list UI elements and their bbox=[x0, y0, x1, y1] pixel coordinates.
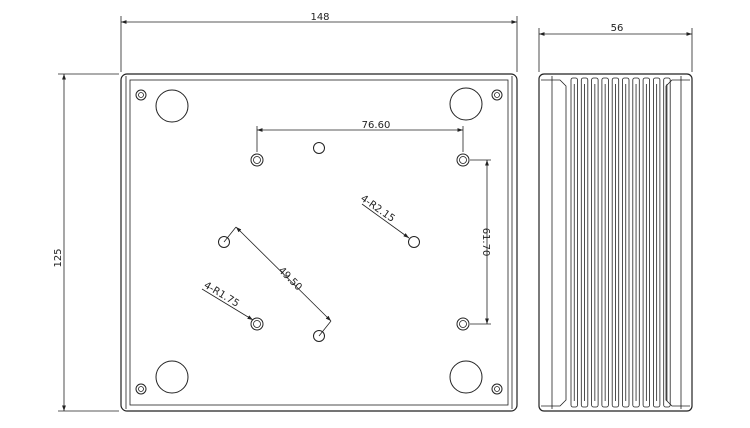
dimension-125: 125 bbox=[53, 73, 119, 412]
mount-hole-upper-right bbox=[456, 153, 470, 167]
heatsink-fin bbox=[642, 77, 650, 408]
dim-label-56: 56 bbox=[611, 23, 624, 34]
heatsink-fins bbox=[570, 77, 671, 408]
corner-screw-bottom-right bbox=[491, 383, 503, 395]
dim-label-49-50: 49.50 bbox=[276, 265, 304, 293]
large-hole-top-left bbox=[155, 89, 189, 123]
front-view: 76.60 61.70 49.50 4-R2.15 4-R1.75 bbox=[53, 12, 518, 412]
heatsink-fin bbox=[580, 77, 589, 408]
heatsink-fin bbox=[611, 77, 620, 408]
heatsink-fin bbox=[570, 77, 578, 408]
large-hole-bottom-right bbox=[449, 360, 483, 394]
heatsink-fin bbox=[622, 77, 630, 408]
heatsink-fin bbox=[653, 77, 661, 408]
corner-screw-top-left bbox=[135, 89, 147, 101]
dimension-49-50: 49.50 bbox=[223, 226, 332, 337]
leader-r2-15: 4-R2.15 bbox=[358, 193, 410, 239]
mount-hole-lower-right bbox=[456, 317, 470, 331]
mount-hole-upper-left bbox=[250, 153, 264, 167]
dim-label-61-70: 61.70 bbox=[480, 228, 491, 257]
small-hole-mid-right bbox=[408, 236, 420, 248]
side-view: 56 bbox=[538, 23, 693, 412]
front-outer-frame bbox=[120, 73, 518, 412]
heatsink-fin bbox=[663, 77, 671, 408]
large-hole-bottom-left bbox=[155, 360, 189, 394]
leader-r1-75: 4-R1.75 bbox=[202, 280, 254, 321]
small-hole-top-center bbox=[313, 142, 325, 154]
side-outer-frame bbox=[538, 73, 693, 412]
front-inner-frame bbox=[129, 79, 509, 406]
side-right-cap-top bbox=[665, 79, 690, 407]
corner-screw-bottom-left bbox=[135, 383, 147, 395]
side-left-cap-top bbox=[541, 79, 567, 407]
corner-screw-top-right bbox=[491, 89, 503, 101]
heatsink-fin bbox=[632, 77, 640, 408]
dimension-61-70: 61.70 bbox=[470, 159, 491, 325]
heatsink-fin bbox=[591, 77, 599, 408]
dim-label-125: 125 bbox=[53, 248, 64, 267]
dim-label-r2-15: 4-R2.15 bbox=[358, 193, 396, 224]
dimension-76-60: 76.60 bbox=[256, 120, 464, 152]
dimension-148: 148 bbox=[120, 12, 518, 72]
dim-label-r1-75: 4-R1.75 bbox=[202, 280, 241, 310]
dimension-56: 56 bbox=[538, 23, 693, 72]
large-hole-top-right bbox=[449, 87, 483, 121]
heatsink-fin bbox=[601, 77, 609, 408]
dim-label-148: 148 bbox=[310, 12, 329, 23]
dim-label-76-60: 76.60 bbox=[362, 120, 391, 131]
